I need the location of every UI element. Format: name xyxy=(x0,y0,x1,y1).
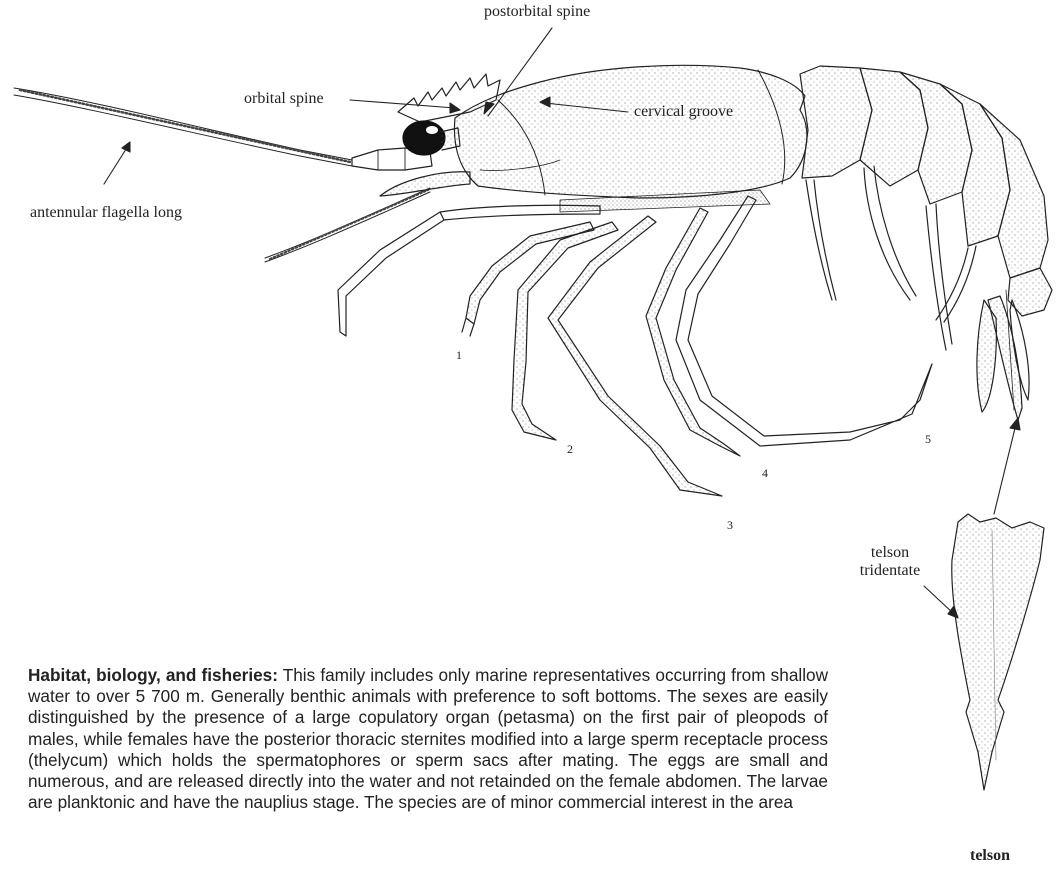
leg-number-4: 4 xyxy=(762,466,768,481)
carapace xyxy=(454,65,806,198)
abdomen xyxy=(800,66,1052,316)
leg-number-2: 2 xyxy=(567,442,573,457)
postorbital-spine-label: postorbital spine xyxy=(484,3,590,21)
leg-number-3: 3 xyxy=(727,518,733,533)
telson-tridentate-line2: tridentate xyxy=(848,562,932,580)
leg-number-5: 5 xyxy=(925,432,931,447)
antennular-flagella-label: antennular flagella long xyxy=(30,204,182,222)
telson-tridentate-line1: telson xyxy=(848,544,932,562)
leg-3 xyxy=(548,216,722,496)
habitat-paragraph: Habitat, biology, and fisheries: This fa… xyxy=(28,665,828,813)
leg-4 xyxy=(646,208,740,456)
paragraph-heading: Habitat, biology, and fisheries: xyxy=(28,665,278,685)
paragraph-body: This family includes only marine represe… xyxy=(28,665,828,812)
leg-number-1: 1 xyxy=(456,348,462,363)
telson-tridentate-label: telson tridentate xyxy=(848,544,932,580)
telson-detail xyxy=(952,514,1044,790)
leg-5 xyxy=(676,196,932,446)
orbital-spine-label: orbital spine xyxy=(244,90,324,108)
antennal-flagellum xyxy=(265,188,430,262)
telson-caption: telson xyxy=(970,847,1010,865)
cervical-groove-label: cervical groove xyxy=(634,103,733,121)
eye xyxy=(403,121,460,155)
